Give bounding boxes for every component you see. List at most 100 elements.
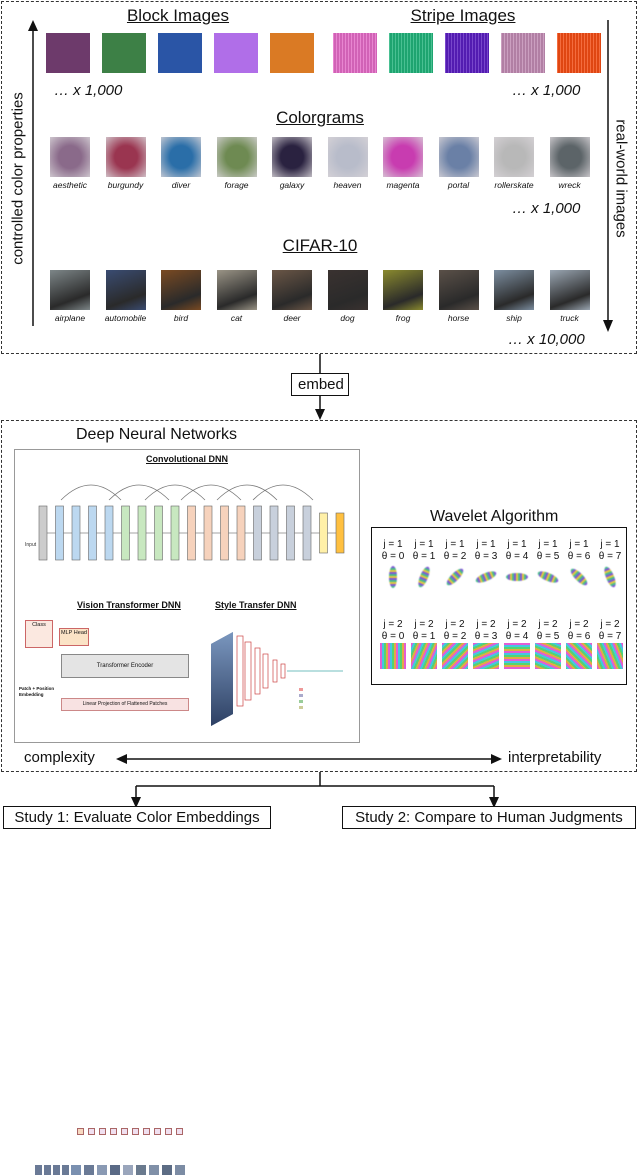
colorgram-caption: aesthetic xyxy=(52,180,88,190)
wavelet-label: j = 1 θ = 2 xyxy=(443,539,467,562)
cifar-caption: bird xyxy=(173,313,189,323)
conv-layer-block xyxy=(170,505,180,561)
wavelet-label: j = 2 θ = 7 xyxy=(598,619,622,642)
conv-layer-block xyxy=(236,505,246,561)
wavelet-filter-image xyxy=(598,565,622,589)
vit-token xyxy=(132,1128,139,1135)
wavelet-filter-image xyxy=(504,643,530,669)
dnn-figure: Convolutional DNN Input Vision Transform… xyxy=(14,449,360,1175)
cifar-caption: cat xyxy=(230,313,243,323)
wavelet-filter-image xyxy=(411,643,437,669)
colorgram-image-rollerskate xyxy=(494,137,534,177)
block-swatch-2 xyxy=(158,33,202,73)
colorgram-image-magenta xyxy=(383,137,423,177)
wavelet-filter-image xyxy=(442,643,468,669)
conv-dnn-diagram: Input xyxy=(25,484,345,561)
cifar-image-dog xyxy=(327,270,368,310)
vit-class-box: Class xyxy=(25,620,53,648)
wavelet-label: j = 1 θ = 4 xyxy=(505,539,529,562)
right-axis-arrow xyxy=(603,20,613,332)
wavelet-title: Wavelet Algorithm xyxy=(430,508,559,525)
colorgrams-heading: Colorgrams xyxy=(276,108,364,127)
colorgram-image-burgundy xyxy=(105,137,146,177)
left-axis-label: controlled color properties xyxy=(9,92,27,265)
cifar-caption: automobile xyxy=(104,313,147,323)
wavelet-label: j = 1 θ = 6 xyxy=(567,539,591,562)
block-count: … x 1,000 xyxy=(54,82,123,99)
stripe-swatch-2 xyxy=(445,33,489,73)
wavelet-filter-image xyxy=(474,565,498,589)
stripe-swatch-3 xyxy=(501,33,545,73)
vit-patch xyxy=(149,1165,159,1175)
study2-box: Study 2: Compare to Human Judgments xyxy=(342,806,636,829)
wavelet-filter-image xyxy=(536,565,560,589)
colorgram-caption: portal xyxy=(447,180,470,190)
vit-patch-label: Patch + Position Embedding xyxy=(19,686,55,697)
cifar-count: … x 10,000 xyxy=(508,331,585,348)
cifar-image-deer xyxy=(272,270,312,310)
complexity-interpretability-arrow xyxy=(116,754,502,764)
studies-connector xyxy=(131,772,499,808)
style-transfer-diagram xyxy=(211,632,343,726)
vit-patch xyxy=(175,1165,185,1175)
wavelet-filter-image xyxy=(505,565,529,589)
dnn-heading: Deep Neural Networks xyxy=(76,426,237,443)
cifar-caption: ship xyxy=(506,313,522,323)
block-swatch-3 xyxy=(214,33,258,73)
vit-patch xyxy=(162,1165,172,1175)
conv-layer-block xyxy=(88,505,97,561)
vit-input-thumb xyxy=(62,1165,69,1175)
wavelet-label: j = 2 θ = 1 xyxy=(412,619,436,642)
wavelet-filter-image xyxy=(412,565,436,589)
conv-layer-block xyxy=(55,505,64,561)
cifar-caption: truck xyxy=(560,313,579,323)
wavelet-label: j = 2 θ = 0 xyxy=(381,619,405,642)
block-images-heading: Block Images xyxy=(126,6,230,25)
right-axis-label: real-world images xyxy=(612,119,630,238)
vit-token xyxy=(143,1128,150,1135)
vit-input-thumb xyxy=(53,1165,60,1175)
stimuli-panel xyxy=(1,1,637,354)
colorgram-image-portal xyxy=(438,137,479,177)
conv-layer-block xyxy=(137,505,147,561)
vit-token xyxy=(165,1128,172,1135)
wavelet-label: j = 2 θ = 3 xyxy=(474,619,498,642)
wavelet-label: j = 1 θ = 1 xyxy=(412,539,436,562)
vit-patch xyxy=(136,1165,146,1175)
wavelet-label: j = 2 θ = 6 xyxy=(567,619,591,642)
colorgram-image-heaven xyxy=(327,137,368,177)
wavelet-filter-image xyxy=(473,643,499,669)
conv-layer-block xyxy=(203,505,213,561)
study1-box: Study 1: Evaluate Color Embeddings xyxy=(3,806,271,829)
colorgram-caption: burgundy xyxy=(107,180,144,190)
wavelet-filter-image xyxy=(566,643,592,669)
cifar-caption: horse xyxy=(447,313,470,323)
wavelet-filter-image xyxy=(597,643,623,669)
colorgrams-count: … x 1,000 xyxy=(512,200,581,217)
wavelet-filter-image xyxy=(381,565,405,589)
colorgram-image-wreck xyxy=(549,137,590,177)
vit-token xyxy=(99,1128,106,1135)
cifar-caption: frog xyxy=(395,313,411,323)
cifar-image-frog xyxy=(383,270,423,310)
vit-token xyxy=(154,1128,161,1135)
stripe-count: … x 1,000 xyxy=(512,82,581,99)
cifar-caption: dog xyxy=(340,313,355,323)
conv-layer-block xyxy=(319,512,328,554)
vit-mlp-head: MLP Head xyxy=(59,628,89,646)
conv-layer-block xyxy=(104,505,114,561)
cifar-image-horse xyxy=(438,270,479,310)
complexity-label: complexity xyxy=(24,749,95,766)
colorgram-image-aesthetic xyxy=(50,137,90,177)
vit-patch xyxy=(84,1165,94,1175)
colorgram-image-diver xyxy=(161,137,201,177)
conv-layer-block xyxy=(187,505,196,561)
embed-label: embed xyxy=(291,373,349,396)
colorgram-caption: magenta xyxy=(386,180,420,190)
conv-layer-block xyxy=(269,505,279,561)
stripe-swatch-4 xyxy=(557,33,601,73)
cifar-image-truck xyxy=(549,270,590,310)
conv-dnn-title: Convolutional DNN xyxy=(146,454,228,464)
vit-token xyxy=(88,1128,95,1135)
conv-layer-block xyxy=(121,505,130,561)
